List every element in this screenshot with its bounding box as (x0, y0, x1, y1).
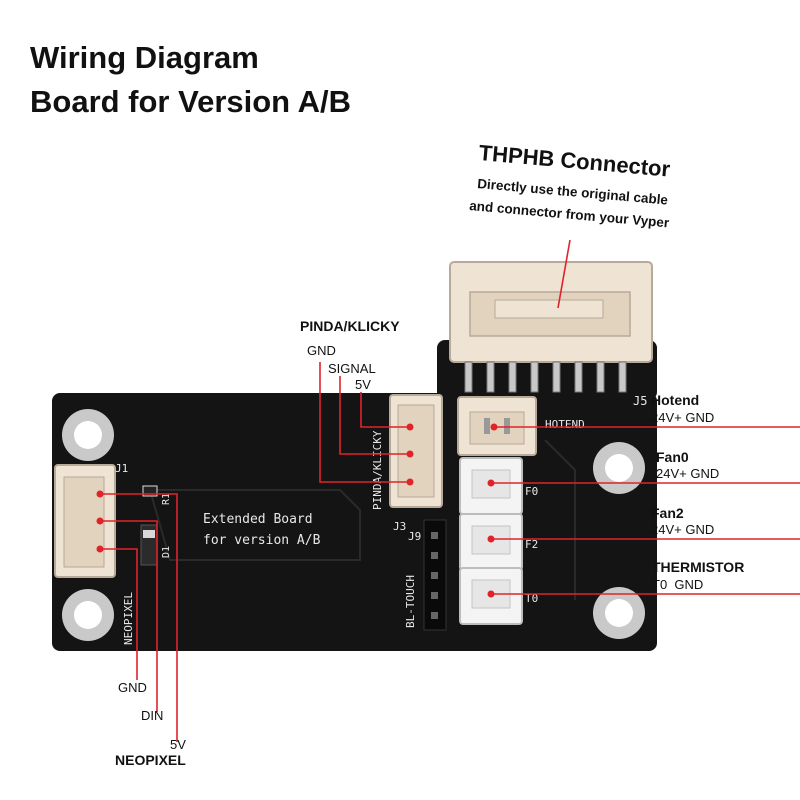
fan2-pins: 24V+ GND (651, 522, 715, 537)
silk-t0: T0 (525, 592, 538, 605)
silk-neopixel: NEOPIXEL (122, 592, 135, 645)
neopixel-pin-din: DIN (141, 708, 164, 723)
mounting-hole (593, 442, 645, 494)
fan0-pins: 24V+ GND (656, 466, 720, 481)
neopixel-pin-5v: 5V (170, 737, 186, 752)
mounting-hole (62, 589, 114, 641)
pinda-pin-5v: 5V (355, 377, 371, 392)
pinda-klicky-connector (389, 394, 443, 508)
silk-pinda-klicky: PINDA/KLICKY (371, 430, 384, 510)
silk-hotend: HOTEND (545, 418, 585, 431)
pinda-pin-signal: SIGNAL (328, 361, 376, 376)
thermistor-pins: T0 GND (652, 577, 704, 592)
thphb-connector (449, 261, 653, 393)
neopixel-din-callout-line (100, 520, 158, 712)
title-line-2: Board for Version A/B (30, 84, 351, 119)
silk-j5: J5 (633, 394, 647, 408)
hotend-heading: Hotend (651, 392, 700, 408)
mounting-hole (62, 409, 114, 461)
neopixel-5v-callout-line (100, 493, 178, 742)
silk-j9: J9 (408, 530, 421, 543)
silk-f0: F0 (525, 485, 538, 498)
silk-f2: F2 (525, 538, 538, 551)
callout-lines (100, 239, 800, 742)
resistor-r1 (142, 485, 158, 497)
title-line-1: Wiring Diagram (30, 40, 259, 75)
pinda-pin-gnd: GND (307, 343, 336, 358)
pinda-heading: PINDA/KLICKY (300, 318, 400, 334)
thermistor-heading: THERMISTOR (652, 559, 745, 575)
board-center-line-1: Extended Board (203, 512, 313, 527)
silk-d1: D1 (161, 546, 172, 558)
board-center-line-2: for version A/B (203, 533, 321, 548)
led-d1 (140, 524, 158, 566)
silk-j3: J3 (393, 520, 406, 533)
pinda-gnd-callout-line (319, 362, 410, 483)
neopixel-gnd-callout-line (100, 548, 138, 680)
bl-touch-header (423, 519, 447, 631)
hotend-pins: 24V+ GND (651, 410, 715, 425)
pinda-signal-callout-line (339, 376, 410, 455)
fan0-heading: Fan0 (656, 449, 689, 465)
mounting-hole (593, 587, 645, 639)
silk-r1: R1 (161, 493, 172, 505)
silk-bl-touch: BL-TOUCH (404, 575, 417, 628)
pinda-5v-callout-line (360, 392, 410, 428)
thphb-callout-line (557, 239, 571, 309)
fan2-heading: Fan2 (651, 505, 684, 521)
neopixel-pin-gnd: GND (118, 680, 147, 695)
neopixel-heading: NEOPIXEL (115, 752, 186, 768)
silk-j1: J1 (115, 462, 128, 475)
pin-dots (96, 423, 498, 598)
